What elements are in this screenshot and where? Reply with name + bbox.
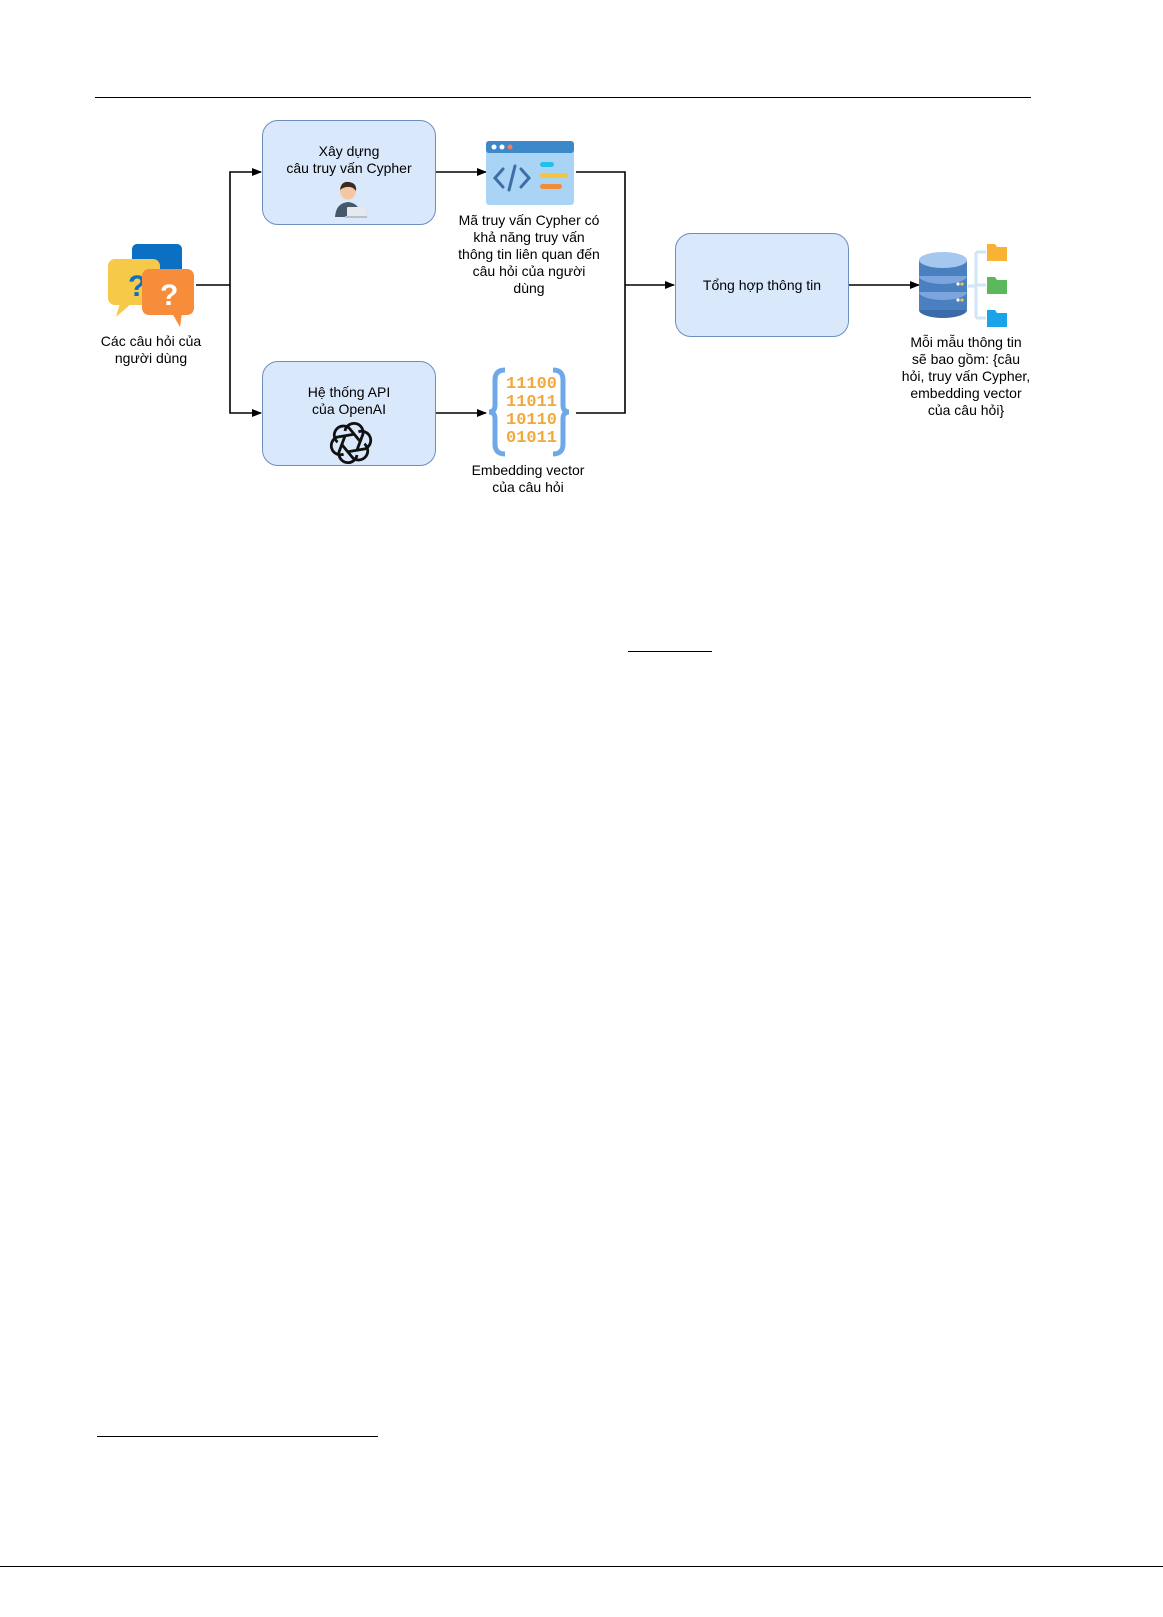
openai-api-box: Hệ thống API của OpenAI <box>262 361 436 466</box>
svg-text:?: ? <box>128 270 146 303</box>
source-node-label: Các câu hỏi của người dùng <box>100 333 202 366</box>
edge-to-cypher-builder <box>229 168 262 285</box>
cypher-builder-box: Xây dựng câu truy vấn Cypher <box>262 120 436 225</box>
footnote-rule <box>97 1436 378 1437</box>
binary-row: 01011 <box>506 429 557 448</box>
cypher-code-label: Mã truy vấn Cypher có khả năng truy vấn … <box>458 212 600 296</box>
binary-row: 11100 <box>506 375 557 394</box>
database-folders-icon <box>919 244 1007 327</box>
question-bubbles-icon: ? ? <box>108 244 194 327</box>
aggregate-label: Tổng hợp thông tin <box>702 277 822 293</box>
output-label: Mỗi mẫu thông tin sẽ bao gồm: {câu hỏi, … <box>901 334 1031 418</box>
openai-logo-icon <box>329 422 373 464</box>
svg-text:?: ? <box>160 279 178 312</box>
footer-rule <box>0 1566 1163 1567</box>
header-rule <box>95 97 1031 98</box>
code-window-icon <box>486 141 574 205</box>
aggregate-box: Tổng hợp thông tin <box>675 233 849 337</box>
underline-mark <box>628 651 712 652</box>
binary-row: 11011 <box>506 393 557 412</box>
edge-code-to-merge <box>576 171 626 414</box>
binary-row: 10110 <box>506 411 557 430</box>
edge-to-openai-api <box>229 285 262 417</box>
person-laptop-icon <box>335 181 367 218</box>
openai-api-label: Hệ thống API của OpenAI <box>307 384 391 417</box>
embedding-label: Embedding vector của câu hỏi <box>471 462 585 495</box>
cypher-builder-label: Xây dựng câu truy vấn Cypher <box>286 143 412 176</box>
